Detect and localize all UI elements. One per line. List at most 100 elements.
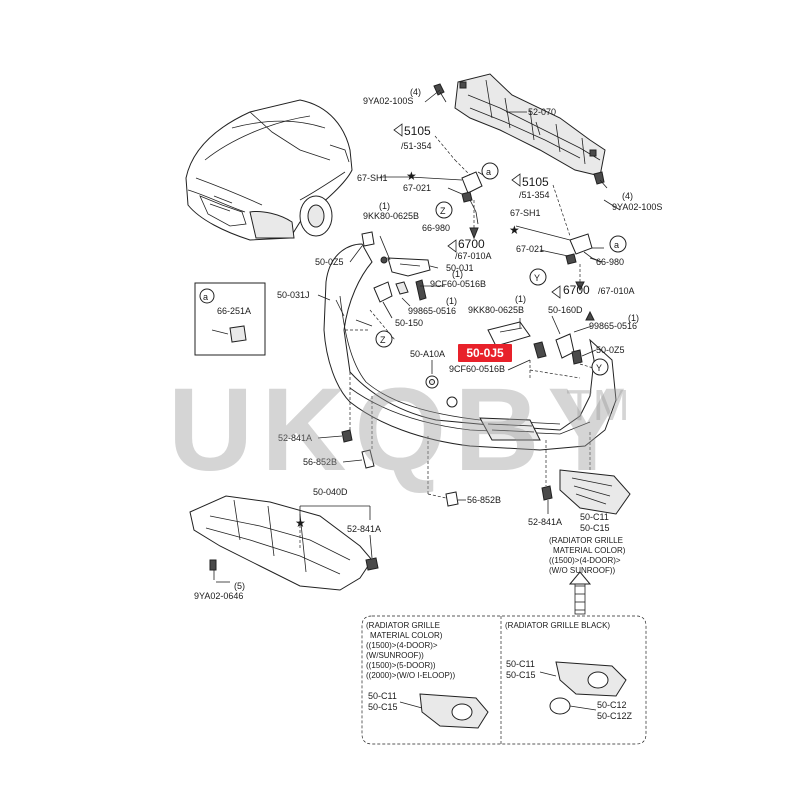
callout-y-bottom: Y [591, 358, 609, 376]
label-q1-b: (1) [452, 269, 463, 279]
label-q1-a: (1) [379, 201, 390, 211]
label-q1-c: (1) [446, 296, 457, 306]
label-52-841a-left: 52-841A [278, 433, 312, 443]
grille-note-3: ((1500)>(4-DOOR)> [549, 556, 621, 565]
highlighted-part-badge[interactable]: 50-0J5 [458, 344, 512, 362]
grille-note-4: (W/O SUNROOF)) [549, 566, 616, 575]
clip-56-852b-mid [445, 491, 459, 507]
highlighted-part-number[interactable]: 50-0J5 [466, 346, 504, 360]
label-q4-top: (4) [410, 87, 421, 97]
callout-z-label: Z [440, 206, 446, 216]
direction-arrows [469, 121, 595, 321]
leader-lines [213, 89, 621, 583]
box-left-line-6: ((2000)>(W/O I-ELOOP)) [366, 671, 455, 680]
engine-under-cover [189, 495, 379, 591]
box-left-line-5: ((1500)>(5-DOOR)) [366, 661, 436, 670]
grommet-50-a10a [425, 375, 439, 389]
inset-callout-a: a [203, 292, 208, 302]
label-5105-a: 5105 [404, 124, 431, 138]
variant-box-right: (RADIATOR GRILLE BLACK) 50-C11 50-C15 50… [505, 621, 633, 721]
label-50-040d: 50-040D [313, 487, 348, 497]
label-q1-e: (1) [628, 313, 639, 323]
inset-a-letter: a [203, 292, 208, 302]
callout-a-label: a [614, 240, 619, 250]
box-left-line-2: MATERIAL COLOR) [370, 631, 443, 640]
watermark-text: UKQBY [168, 364, 634, 496]
fog-lamp-bezel [559, 469, 631, 515]
label-9cf60-top: 9CF60-0516B [430, 279, 486, 289]
svg-text:★: ★ [295, 516, 306, 530]
box-left-c11: 50-C11 [368, 691, 397, 701]
watermark: UKQBY TM [168, 364, 634, 496]
box-right-c11: 50-C11 [506, 659, 535, 669]
label-67-021-right: 67-021 [516, 244, 544, 254]
callout-y-label: Y [596, 363, 602, 373]
label-51-354-a: /51-354 [401, 141, 432, 151]
callout-y-label: Y [534, 273, 540, 283]
label-q4-right: (4) [622, 191, 633, 201]
label-6700-b: 6700 [563, 283, 590, 297]
bumper-reinforcement [454, 73, 606, 177]
right-side-bracket-50-160d [487, 321, 583, 365]
label-5105-b: 5105 [522, 175, 549, 189]
label-50-c11: 50-C11 [580, 512, 609, 522]
callout-a-top: a [481, 162, 499, 180]
label-51-354-b: /51-354 [519, 190, 550, 200]
label-q1-d: (1) [515, 294, 526, 304]
callout-z-top: Z [435, 201, 453, 219]
bolt-9ya02-100s-top [433, 83, 447, 103]
grille-note-2: MATERIAL COLOR) [553, 546, 626, 555]
label-9kk80-left: 9KK80-0625B [363, 211, 419, 221]
label-50-a10a: 50-A10A [410, 349, 445, 359]
variant-boxes [361, 615, 647, 745]
label-9ya02-0646: 9YA02-0646 [194, 591, 243, 601]
clip-56-852b-left [361, 449, 375, 469]
label-50-150: 50-150 [395, 318, 423, 328]
label-67-sh1-right: 67-SH1 [510, 208, 541, 218]
label-9kk80-right: 9KK80-0625B [468, 305, 524, 315]
bolt-9ya02-100s-right [593, 171, 608, 189]
label-67-010a-b: /67-010A [598, 286, 635, 296]
watermark-tm: TM [566, 381, 630, 430]
clip-52-841a-left [341, 429, 353, 443]
svg-text:★: ★ [406, 169, 417, 183]
right-bracket-67-021 [565, 233, 603, 265]
left-side-clip-50-0j1 [373, 256, 431, 303]
callout-a-label: a [486, 167, 491, 177]
label-bolt-right: 9YA02-100S [612, 202, 662, 212]
star-markers: ★ ★ ★ [295, 169, 520, 530]
label-50-160d: 50-160D [548, 305, 583, 315]
box-left-line-3: ((1500)>(4-DOOR)> [366, 641, 438, 650]
label-67-010a-a: /67-010A [455, 251, 492, 261]
label-9cf60-mid: 9CF60-0516B [449, 364, 505, 374]
box-left-line-4: (W/SUNROOF)) [366, 651, 424, 660]
label-50-0j1: 50-0J1 [446, 263, 474, 273]
callout-z-bottom: Z [375, 330, 393, 348]
svg-text:★: ★ [509, 223, 520, 237]
label-66-980-right: 66-980 [596, 257, 624, 267]
variant-box-left: (RADIATOR GRILLE MATERIAL COLOR) ((1500)… [366, 621, 489, 729]
callout-a-right: a [609, 235, 627, 253]
callout-z-label: Z [380, 335, 386, 345]
box-left-line-1: (RADIATOR GRILLE [366, 621, 440, 630]
label-52-070: 52-070 [528, 107, 556, 117]
label-50-c15: 50-C15 [580, 523, 610, 533]
label-99865-right: 99865-0516 [589, 321, 637, 331]
label-q5: (5) [234, 581, 245, 591]
clip-50-0z5-left [361, 231, 375, 247]
clip-52-841a-mid [541, 485, 553, 501]
box-right-c15: 50-C15 [506, 670, 536, 680]
callout-y-top: Y [529, 268, 547, 286]
label-50-031j: 50-031J [277, 290, 310, 300]
box-right-c12z: 50-C12Z [597, 711, 633, 721]
part-labels: (4) 9YA02-100S 52-070 5105 /51-354 67-SH… [194, 87, 662, 601]
box-right-c12: 50-C12 [597, 700, 627, 710]
label-52-841a-mid: 52-841A [528, 517, 562, 527]
label-67-sh1-left: 67-SH1 [357, 173, 388, 183]
label-bolt-top: 9YA02-100S [363, 96, 413, 106]
double-arrow [568, 571, 592, 615]
label-56-852b-left: 56-852B [303, 457, 337, 467]
label-99865-left: 99865-0516 [408, 306, 456, 316]
